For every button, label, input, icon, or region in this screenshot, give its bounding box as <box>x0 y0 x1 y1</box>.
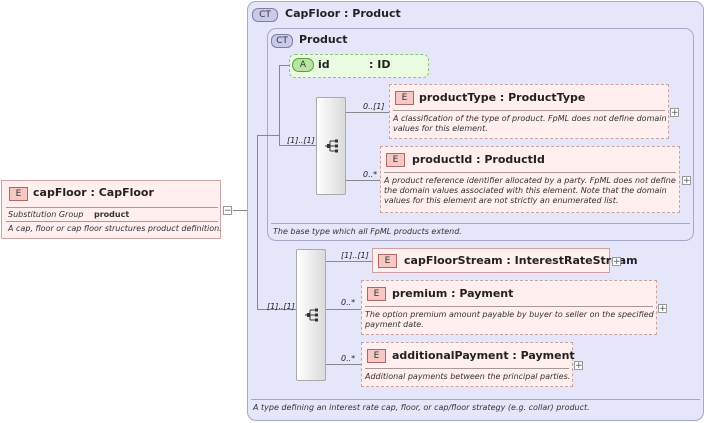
element-badge: E <box>395 91 414 105</box>
element-description: A classification of the type of product.… <box>393 114 667 133</box>
separator <box>271 223 690 224</box>
separator <box>365 306 653 307</box>
collapse-toggle[interactable]: − <box>223 206 232 216</box>
expand-toggle[interactable]: + <box>670 108 679 118</box>
substitution-group-value: product <box>94 210 130 219</box>
separator <box>6 207 218 208</box>
attribute-id[interactable] <box>289 54 429 78</box>
complex-type-badge: CT <box>252 8 278 22</box>
element-occurrence: 0..* <box>363 170 378 179</box>
element-title: capFloorStream : InterestRateStream <box>404 254 638 267</box>
element-productid[interactable]: E productId : ProductId A product refere… <box>380 146 680 213</box>
outer-type-description: A type defining an interest rate cap, fl… <box>253 403 590 412</box>
element-description: Additional payments between the principa… <box>365 372 571 381</box>
connector <box>257 135 279 136</box>
root-element-box[interactable]: E capFloor : CapFloor Substitution Group… <box>1 180 222 239</box>
element-premium[interactable]: E premium : Payment The option premium a… <box>361 280 657 335</box>
root-element-description: A cap, floor or cap floor structures pro… <box>8 224 222 233</box>
separator <box>393 110 665 111</box>
element-badge: E <box>367 287 386 301</box>
separator <box>365 368 569 369</box>
inner-type-description: The base type which all FpML products ex… <box>273 227 462 236</box>
attribute-badge: A <box>292 58 314 72</box>
connector <box>279 65 280 145</box>
element-title: premium : Payment <box>392 287 514 300</box>
sequence-icon <box>325 139 338 153</box>
connector <box>279 145 317 146</box>
element-capfloorstream[interactable]: E capFloorStream : InterestRateStream <box>372 248 638 273</box>
sequence-icon <box>305 308 318 322</box>
element-description: The option premium amount payable by buy… <box>365 310 654 329</box>
connector <box>326 364 361 365</box>
connector <box>233 210 247 211</box>
sequence-compositor[interactable] <box>316 97 346 195</box>
element-additionalpayment[interactable]: E additionalPayment : Payment Additional… <box>361 342 575 387</box>
sequence-occurrence: [1]..[1] <box>267 302 295 311</box>
root-element-title: capFloor : CapFloor <box>33 186 154 199</box>
connector <box>257 135 258 310</box>
complex-type-badge: CT <box>271 34 293 48</box>
element-badge: E <box>367 349 386 363</box>
connector <box>257 309 297 310</box>
connector <box>279 65 289 66</box>
expand-toggle[interactable]: + <box>682 176 691 186</box>
sequence-occurrence: [1]..[1] <box>287 136 315 145</box>
element-producttype[interactable]: E productType : ProductType A classifica… <box>389 84 669 139</box>
element-description: A product reference identifier allocated… <box>384 176 676 205</box>
element-occurrence: 0..[1] <box>363 102 385 111</box>
element-title: productId : ProductId <box>412 153 545 166</box>
outer-type-title: CapFloor : Product <box>285 7 401 20</box>
separator <box>251 399 700 400</box>
connector <box>346 180 380 181</box>
separator <box>6 221 218 222</box>
element-occurrence: [1]..[1] <box>341 251 369 260</box>
element-title: productType : ProductType <box>419 91 586 104</box>
element-title: additionalPayment : Payment <box>392 349 575 362</box>
connector <box>326 309 361 310</box>
inner-type-title: Product <box>299 33 348 46</box>
attribute-type: : ID <box>369 58 391 71</box>
element-badge: E <box>378 254 397 268</box>
expand-toggle[interactable]: + <box>658 304 667 314</box>
element-occurrence: 0..* <box>341 354 356 363</box>
separator <box>384 172 676 173</box>
expand-toggle[interactable]: + <box>574 361 583 371</box>
element-badge: E <box>386 153 405 167</box>
connector <box>326 261 372 262</box>
expand-toggle[interactable]: + <box>612 257 621 267</box>
element-occurrence: 0..* <box>341 298 356 307</box>
attribute-name: id <box>318 58 330 71</box>
element-badge: E <box>9 187 28 201</box>
sequence-compositor[interactable] <box>296 249 326 381</box>
connector <box>346 112 389 113</box>
substitution-group-label: Substitution Group <box>8 210 84 219</box>
